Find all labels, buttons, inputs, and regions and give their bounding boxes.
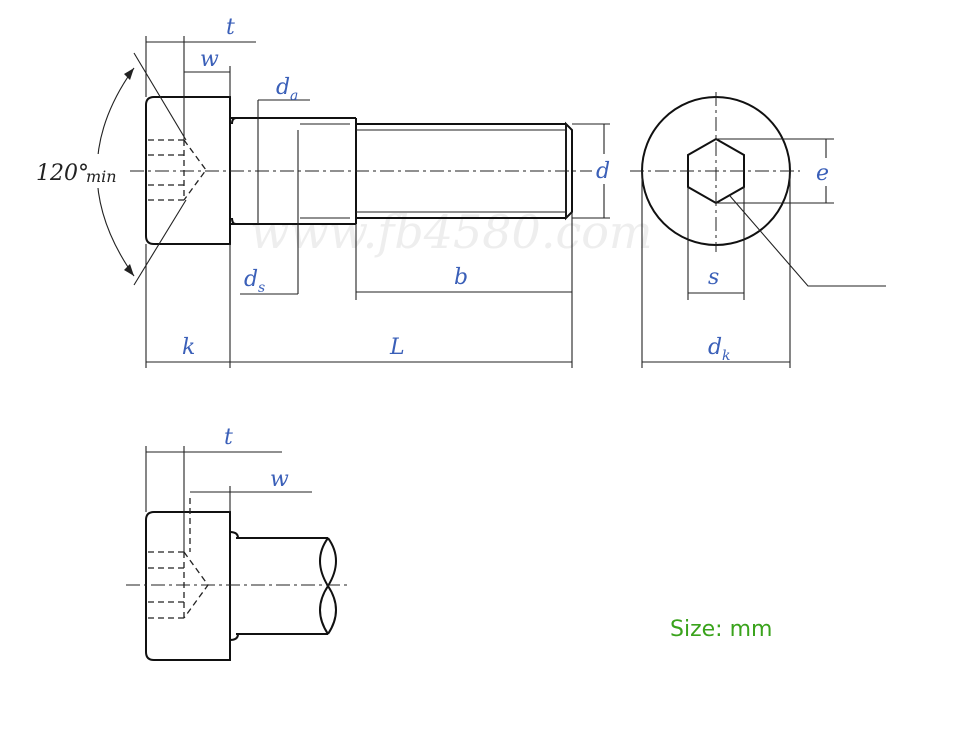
socket-leader-line: [729, 195, 886, 287]
watermark: www.fb4580.com: [250, 205, 653, 259]
ds-label: d: [244, 267, 258, 292]
e-label-bg: [812, 158, 838, 186]
w-label: w: [200, 47, 219, 72]
detail-view: t w: [126, 425, 350, 661]
detail-break-line-2: [319, 537, 329, 587]
da-label-sub: a: [290, 88, 298, 104]
detail-head-outline: [145, 511, 231, 661]
t-label: t: [226, 15, 235, 40]
angle-label-bg: [28, 154, 128, 188]
side-view: 120° min t w d a d s d b: [28, 15, 616, 368]
dk-label-sub: k: [722, 348, 730, 364]
socket-cone-hidden: [183, 139, 207, 201]
angle-arrow-top: [124, 68, 134, 80]
L-label: L: [389, 335, 405, 360]
detail-break-line-3: [327, 585, 337, 635]
da-label: d: [276, 75, 290, 100]
end-view: e s d k: [630, 92, 886, 368]
detail-t-label: t: [224, 425, 233, 450]
size-unit-note: Size: mm: [670, 617, 773, 642]
d-label: d: [596, 159, 610, 184]
k-label: k: [182, 335, 195, 360]
ds-label-sub: s: [258, 280, 265, 296]
b-label: b: [454, 265, 468, 290]
dk-label: d: [708, 335, 722, 360]
detail-w-label: w: [270, 467, 289, 492]
angle-line-top: [133, 52, 187, 141]
head-fillet-top: [230, 117, 237, 125]
angle-label-suffix: min: [86, 167, 117, 186]
angle-label: 120°: [36, 161, 89, 186]
head-fillet-bottom: [230, 217, 237, 225]
angle-line-bottom: [133, 199, 187, 286]
d-label-bg: [592, 154, 616, 184]
angle-arrow-bottom: [124, 264, 134, 276]
s-label: s: [708, 265, 719, 290]
e-label: e: [816, 161, 829, 186]
